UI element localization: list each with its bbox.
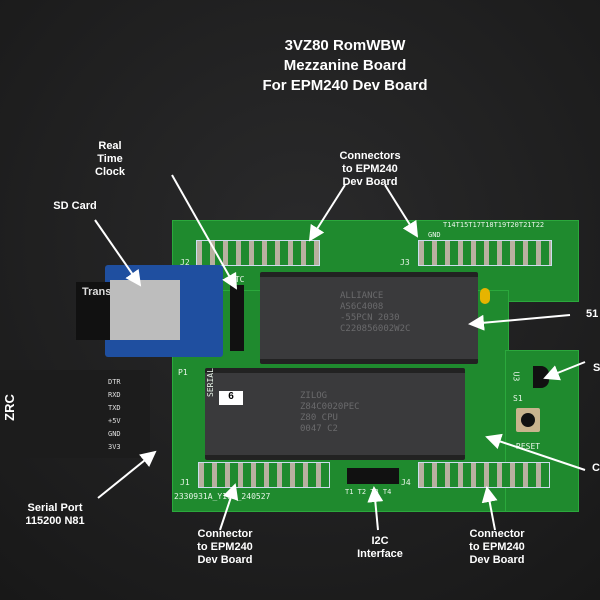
silk-j1: J1: [180, 478, 190, 487]
header-j1: [198, 462, 330, 488]
silk-j4: J4: [401, 478, 411, 487]
rtc-header: [230, 285, 244, 351]
arrow-sd-card: [94, 219, 142, 287]
header-j2: [196, 240, 320, 266]
cpu-chip: 6 ZILOG Z84C0020PEC Z80 CPU 0047 C2: [205, 368, 465, 460]
arrow-u3: [543, 361, 586, 381]
sd-socket: [110, 280, 180, 340]
silk-gnd: GND: [428, 231, 441, 239]
label-serial-port: Serial Port 115200 N81: [25, 502, 85, 527]
header-j3: [418, 240, 552, 266]
ram-chip: ALLIANCE AS6C4008 -55PCN 2030 C220856002…: [260, 272, 478, 364]
arrow-connectors-j3: [384, 184, 419, 238]
silk-board-id: 2330931A_Y106_240527: [174, 492, 271, 501]
usb-serial-adapter: ZRC DTR RXD TXD +5V GND 3V3: [0, 370, 150, 458]
silk-reset: RESET: [516, 442, 541, 451]
silk-rtc: RTC: [230, 275, 245, 284]
label-i2c-interface: I2C Interface: [357, 535, 403, 560]
chip-sticker: 6: [219, 391, 243, 405]
silk-s1: S1: [513, 394, 523, 403]
photo-title: 3VZ80 RomWBW Mezzanine Board For EPM240 …: [200, 36, 490, 96]
arrow-ram: [468, 314, 571, 331]
label-connector-left: Connector to EPM240 Dev Board: [197, 528, 253, 566]
arrow-cpu: [485, 433, 586, 471]
arrow-connector-j4: [481, 486, 498, 531]
adapter-pin-labels: DTR RXD TXD +5V GND 3V3: [108, 378, 121, 451]
reset-button: [516, 408, 540, 432]
label-connector-right: Connector to EPM240 Dev Board: [469, 528, 525, 566]
i2c-header: [347, 468, 399, 484]
cpu-chip-marking: ZILOG Z84C0020PEC Z80 CPU 0047 C2: [300, 391, 360, 434]
title-line-1: 3VZ80 RomWBW: [284, 37, 406, 54]
arrow-connector-j1: [219, 483, 239, 531]
title-line-3: For EPM240 Dev Board: [262, 77, 428, 94]
silk-j2: J2: [180, 258, 190, 267]
label-right-cpu-cut: C: [592, 462, 600, 474]
silk-p1: P1: [178, 368, 188, 377]
silk-test-points: T14T15T17T18T19T20T21T22: [443, 221, 545, 229]
arrow-connectors-j2: [308, 184, 346, 242]
label-right-ram-cut: 51: [586, 308, 599, 320]
label-real-time-clock: Real Time Clock: [95, 140, 125, 178]
capacitor: [480, 288, 490, 304]
arrow-rtc: [171, 174, 237, 290]
silk-j3: J3: [400, 258, 410, 267]
label-right-u3-cut: S: [593, 362, 600, 374]
title-line-2: Mezzanine Board: [283, 57, 407, 74]
arrow-serial: [97, 450, 157, 499]
arrow-i2c: [367, 486, 384, 531]
ram-chip-marking: ALLIANCE AS6C4008 -55PCN 2030 C220856002…: [340, 291, 411, 334]
label-sd-card: SD Card: [53, 200, 97, 212]
label-connectors-top: Connectors to EPM240 Dev Board: [339, 150, 401, 188]
